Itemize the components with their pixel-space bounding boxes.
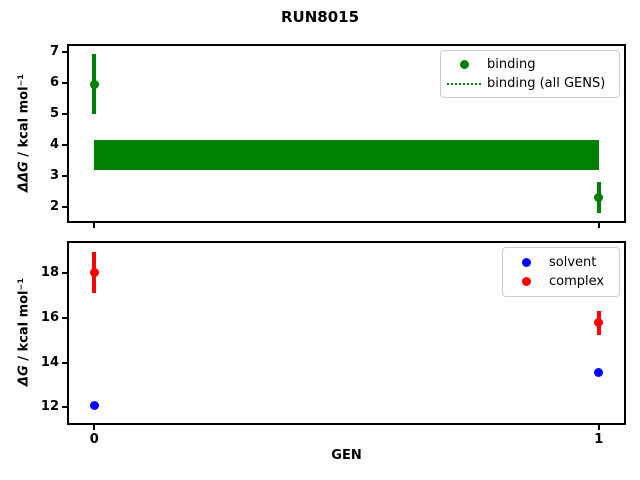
y-tick-mark <box>62 406 67 409</box>
x-tick-label: 1 <box>594 432 604 447</box>
legend-swatch <box>445 60 483 69</box>
x-axis-label: GEN <box>331 448 362 463</box>
y-tick-mark <box>62 82 67 85</box>
y-tick-label: 3 <box>49 168 59 184</box>
legend-label-binding: binding <box>487 57 536 72</box>
y-tick-label: 6 <box>49 75 59 91</box>
x-tick-label: 0 <box>89 432 99 447</box>
y-tick-label: 18 <box>40 265 59 281</box>
plot-area-top: binding binding (all GENS) 2 3 4 5 6 7 <box>50 44 626 228</box>
solvent-marker <box>89 401 99 411</box>
x-tick-mark <box>93 425 96 430</box>
legend-top: binding binding (all GENS) <box>440 50 620 98</box>
y-tick-mark <box>62 144 67 147</box>
legend-label-solvent: solvent <box>549 255 597 270</box>
y-tick-label: 12 <box>40 399 59 415</box>
plot-area-bottom: solvent complex 12 14 16 18 0 1 <box>41 241 626 447</box>
complex-marker <box>89 268 99 277</box>
y-tick-label: 14 <box>40 354 59 370</box>
figure-title: RUN8015 <box>280 8 360 26</box>
y-tick-label: 2 <box>49 199 59 215</box>
x-tick-mark <box>597 223 600 228</box>
legend-swatch <box>507 258 545 267</box>
binding-marker <box>89 79 99 89</box>
legend-swatch <box>507 277 545 286</box>
legend-item-binding-all-gens: binding (all GENS) <box>445 74 611 93</box>
y-tick-mark <box>62 175 67 178</box>
x-tick-mark <box>597 425 600 430</box>
legend-item-solvent: solvent <box>507 253 611 272</box>
y-tick-mark <box>62 113 67 116</box>
y-tick-label: 16 <box>40 309 59 325</box>
binding-all-gens--band <box>94 140 599 170</box>
legend-item-binding: binding <box>445 55 611 74</box>
y-tick-label: 4 <box>49 137 59 153</box>
legend-label-complex: complex <box>549 274 605 289</box>
legend-item-complex: complex <box>507 272 611 291</box>
binding-marker <box>594 193 604 203</box>
complex-marker-icon <box>521 277 531 286</box>
dotted-line-icon <box>447 82 481 85</box>
y-tick-mark <box>62 316 67 319</box>
solvent-marker <box>594 368 604 378</box>
y-tick-mark <box>62 361 67 364</box>
y-tick-label: 5 <box>49 106 59 122</box>
x-tick-mark <box>93 223 96 228</box>
solvent-marker-icon <box>521 258 531 267</box>
y-tick-label: 7 <box>49 44 59 60</box>
y-tick-mark <box>62 51 67 54</box>
legend-swatch <box>445 82 483 85</box>
legend-bottom: solvent complex <box>502 247 620 297</box>
binding-marker-icon <box>459 60 469 69</box>
y-tick-mark <box>62 206 67 209</box>
legend-label-binding-all-gens: binding (all GENS) <box>487 76 606 91</box>
complex-marker <box>594 318 604 328</box>
y-tick-mark <box>62 272 67 275</box>
